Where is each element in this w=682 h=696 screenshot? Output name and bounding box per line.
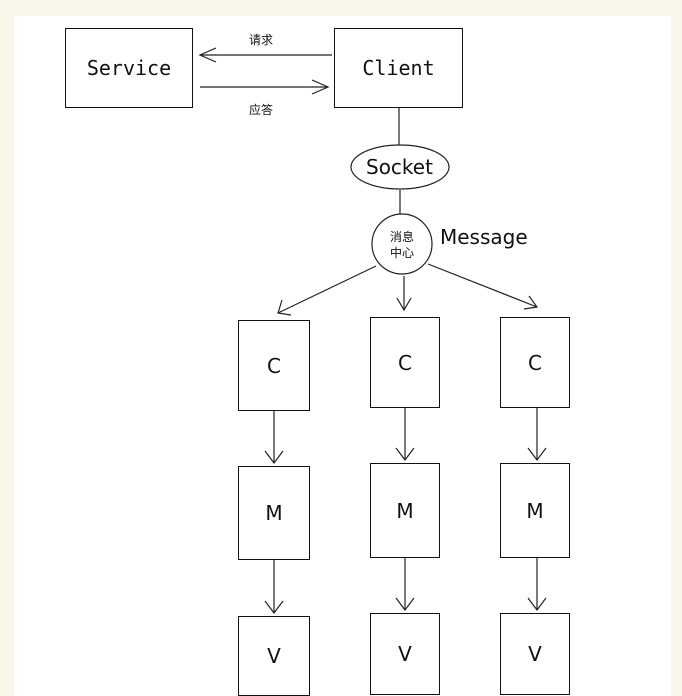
model-label-1: M <box>265 501 283 525</box>
socket-node <box>350 144 450 190</box>
service-box: Service <box>65 28 193 108</box>
request-label: 请求 <box>249 33 274 47</box>
response-label: 应答 <box>249 103 274 117</box>
view-label-3: V <box>528 642 542 666</box>
m2-to-v2-arrowhead <box>395 597 415 611</box>
service-label: Service <box>86 56 172 80</box>
hub-label-line2: 中心 <box>390 246 415 260</box>
hub-to-c3-arrow <box>427 263 538 308</box>
socket-label: Socket <box>366 155 433 179</box>
client-box: Client <box>334 28 463 108</box>
view-label-2: V <box>398 642 412 666</box>
c2-to-m2-arrowhead <box>395 447 415 461</box>
controller-label-2: C <box>398 350 412 375</box>
m1-to-v1-arrowhead <box>264 600 284 614</box>
hub-to-c1-arrowhead <box>277 299 292 316</box>
request-arrowhead <box>198 47 217 63</box>
model-label-2: M <box>396 498 414 523</box>
model-box-1: M <box>238 466 310 560</box>
response-arrowhead <box>311 79 330 95</box>
controller-label-3: C <box>528 350 542 375</box>
controller-label-1: C <box>267 353 281 378</box>
hub-to-c3-arrowhead <box>523 295 539 310</box>
view-box-1: V <box>238 616 310 696</box>
view-label-1: V <box>267 644 281 668</box>
model-label-3: M <box>526 498 544 523</box>
controller-box-3: C <box>500 317 570 408</box>
view-box-2: V <box>370 613 440 695</box>
controller-box-2: C <box>370 317 440 408</box>
model-box-2: M <box>370 463 440 558</box>
client-label: Client <box>362 56 435 80</box>
controller-box-1: C <box>238 320 310 411</box>
hub-to-c1-arrow <box>277 265 377 314</box>
message-label: Message <box>440 225 528 249</box>
c3-to-m3-arrowhead <box>527 447 547 461</box>
c1-to-m1-arrowhead <box>264 450 284 464</box>
view-box-3: V <box>500 613 570 695</box>
hub-to-c2-arrowhead <box>396 297 412 312</box>
hub-label-line1: 消息 <box>390 230 415 244</box>
message-hub-node <box>371 213 433 275</box>
model-box-3: M <box>500 463 570 558</box>
m3-to-v3-arrowhead <box>527 597 547 611</box>
